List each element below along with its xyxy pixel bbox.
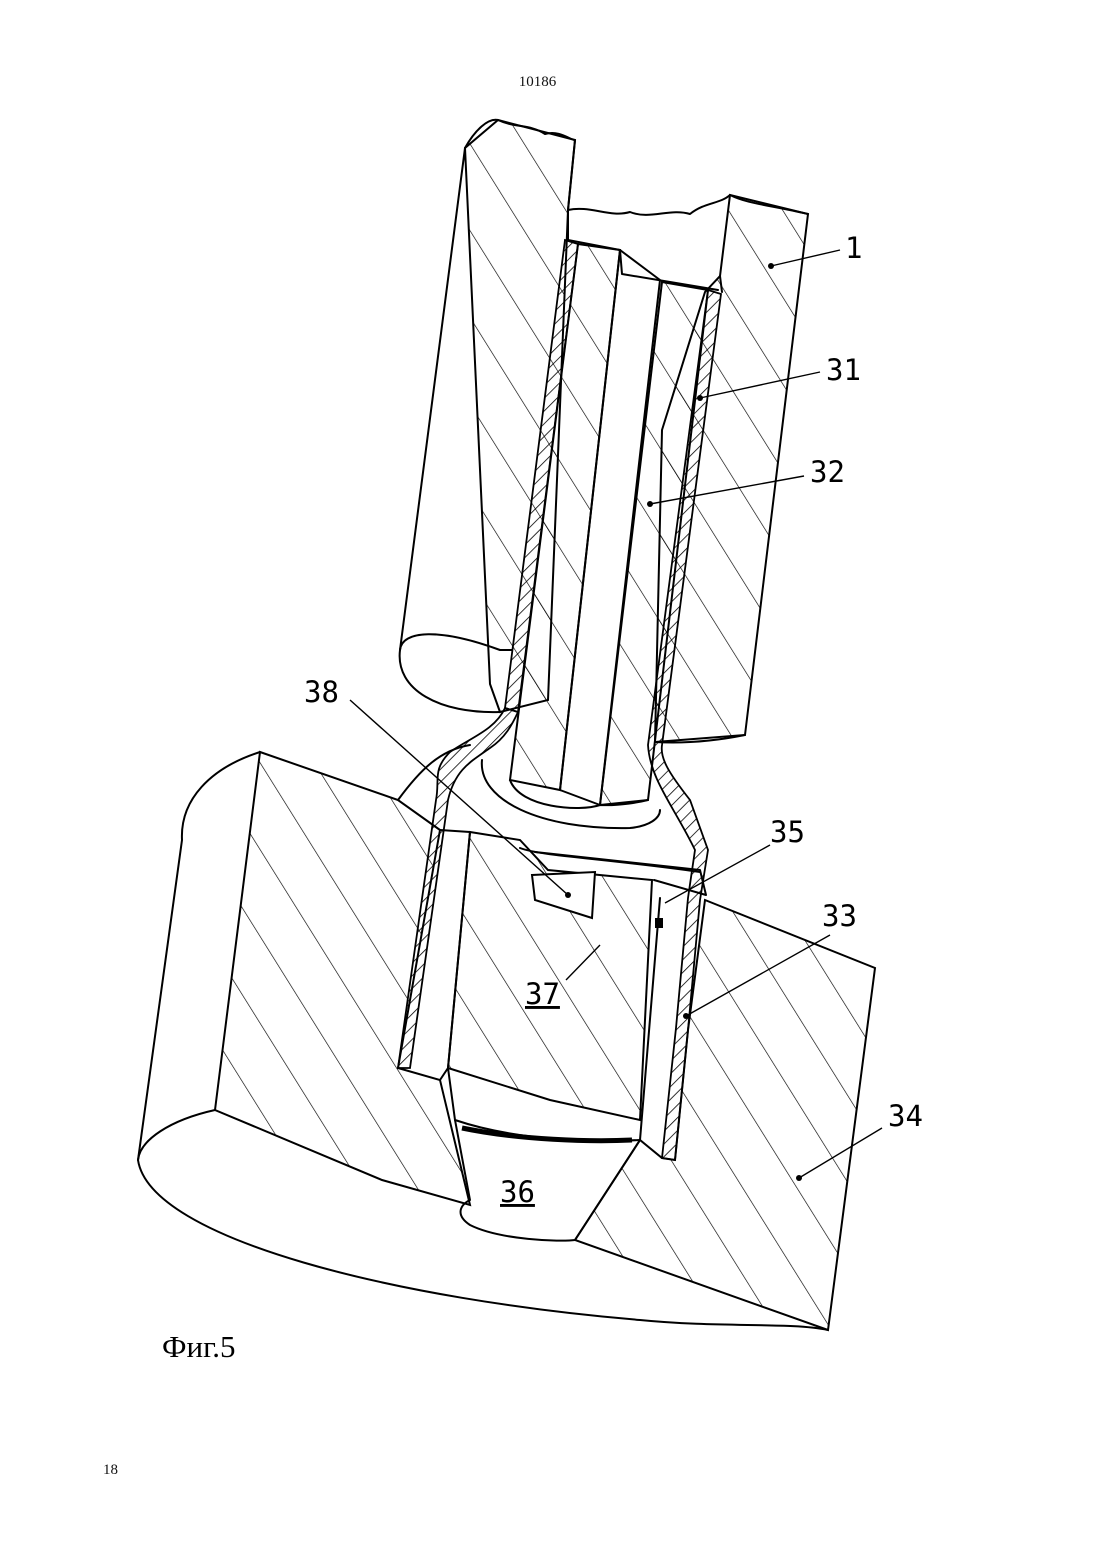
label-33: 33: [822, 899, 857, 933]
label-36: 36: [500, 1175, 535, 1209]
label-1: 1: [845, 231, 862, 265]
figure-caption: Фиг.5: [162, 1329, 236, 1365]
label-38: 38: [304, 675, 339, 709]
page-number: 18: [103, 1462, 118, 1479]
label-34: 34: [888, 1099, 923, 1133]
label-37: 37: [525, 977, 560, 1011]
label-32: 32: [810, 455, 845, 489]
element-37: [448, 832, 706, 1120]
upper-body-1: [400, 120, 808, 743]
label-35: 35: [770, 815, 805, 849]
label-31: 31: [826, 353, 861, 387]
